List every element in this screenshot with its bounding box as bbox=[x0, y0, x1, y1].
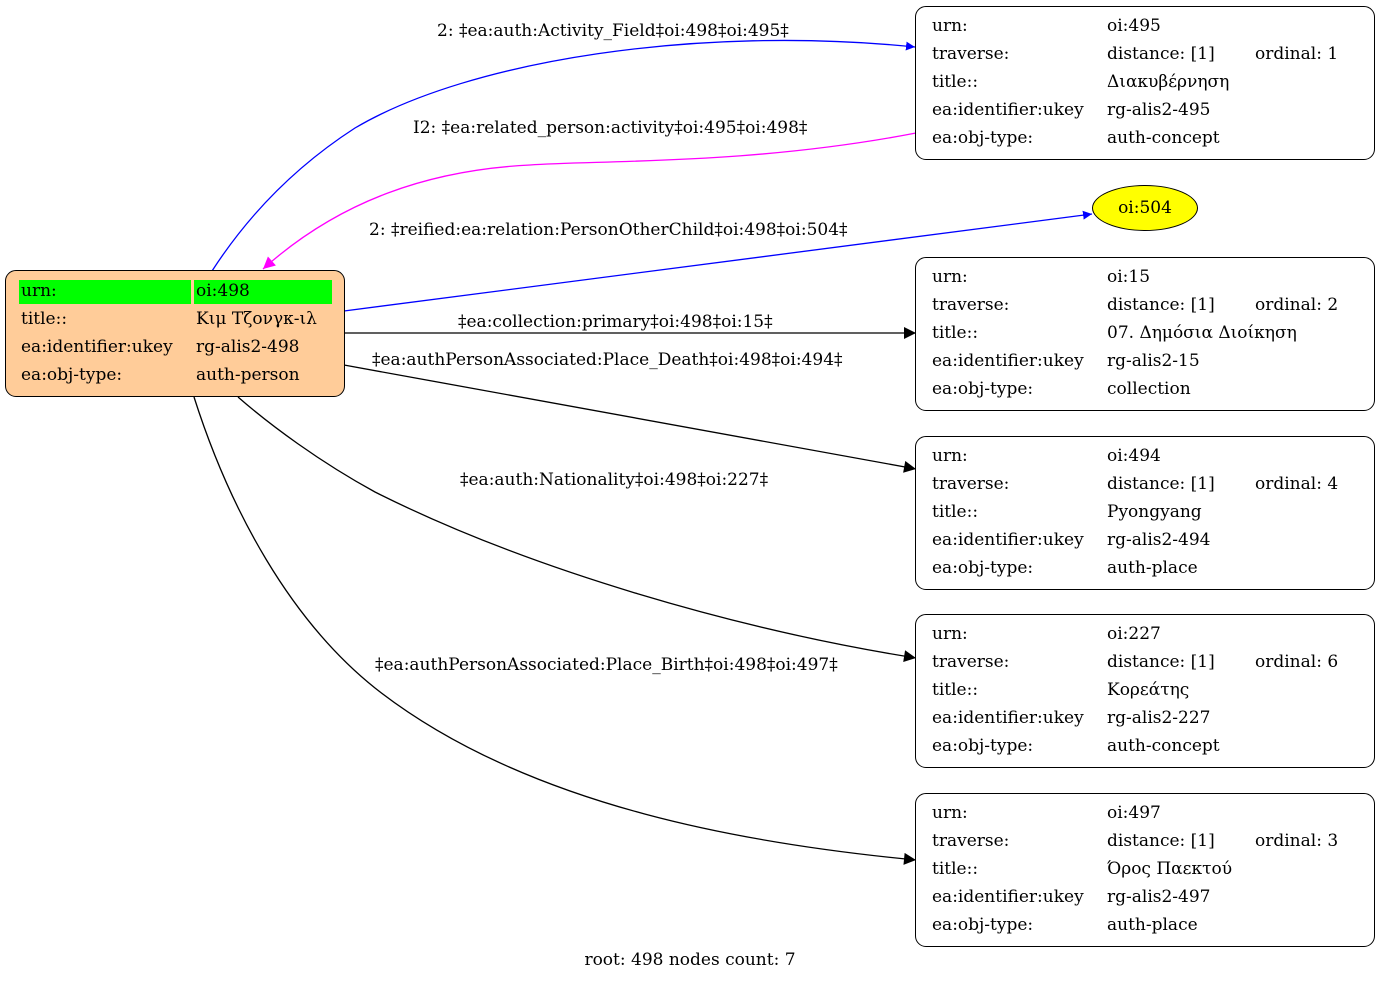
ordinal-value: ordinal: 3 bbox=[1255, 831, 1339, 851]
urn-value: oi:494 bbox=[1107, 446, 1161, 466]
objtype-key: ea:obj-type: bbox=[932, 558, 1034, 578]
root-urn-key: urn: bbox=[21, 281, 57, 301]
node-oi-494[interactable]: urn: oi:494 traverse: distance: [1] ordi… bbox=[915, 436, 1375, 590]
distance-value: distance: [1] bbox=[1107, 295, 1215, 315]
urn-key: urn: bbox=[932, 267, 968, 287]
urn-value: oi:497 bbox=[1107, 803, 1161, 823]
edge-label-person-other-child: 2: ‡reified:ea:relation:PersonOtherChild… bbox=[369, 220, 848, 240]
urn-key: urn: bbox=[932, 446, 968, 466]
node-oi-504[interactable]: oi:504 bbox=[1092, 185, 1198, 231]
node-oi-497[interactable]: urn: oi:497 traverse: distance: [1] ordi… bbox=[915, 793, 1375, 947]
objtype-key: ea:obj-type: bbox=[932, 736, 1034, 756]
objtype-value: collection bbox=[1107, 379, 1191, 399]
distance-value: distance: [1] bbox=[1107, 652, 1215, 672]
distance-value: distance: [1] bbox=[1107, 474, 1215, 494]
graph-footer: root: 498 nodes count: 7 bbox=[584, 950, 796, 970]
objtype-key: ea:obj-type: bbox=[932, 915, 1034, 935]
ukey-key: ea:identifier:ukey bbox=[932, 530, 1084, 550]
root-urn-value: oi:498 bbox=[196, 281, 250, 301]
urn-value: oi:495 bbox=[1107, 16, 1161, 36]
root-ukey-value: rg-alis2-498 bbox=[196, 337, 300, 357]
title-value: Διακυβέρνηση bbox=[1107, 72, 1230, 92]
root-node[interactable]: urn: oi:498 title:: Κιμ Τζονγκ-ιλ ea:ide… bbox=[5, 270, 345, 397]
edge-label-place-birth: ‡ea:authPersonAssociated:Place_Birth‡oi:… bbox=[375, 655, 838, 675]
title-key: title:: bbox=[932, 502, 979, 522]
traverse-key: traverse: bbox=[932, 652, 1010, 672]
urn-key: urn: bbox=[932, 803, 968, 823]
ukey-value: rg-alis2-15 bbox=[1107, 351, 1200, 371]
ukey-key: ea:identifier:ukey bbox=[932, 708, 1084, 728]
node-oi-227[interactable]: urn: oi:227 traverse: distance: [1] ordi… bbox=[915, 614, 1375, 768]
ukey-value: rg-alis2-495 bbox=[1107, 100, 1211, 120]
edge-label-nationality: ‡ea:auth:Nationality‡oi:498‡oi:227‡ bbox=[460, 470, 769, 490]
title-value: 07. Δημόσια Διοίκηση bbox=[1107, 323, 1297, 343]
objtype-key: ea:obj-type: bbox=[932, 379, 1034, 399]
ukey-key: ea:identifier:ukey bbox=[932, 100, 1084, 120]
urn-key: urn: bbox=[932, 624, 968, 644]
root-ukey-key: ea:identifier:ukey bbox=[21, 337, 173, 357]
title-value: Όρος Παεκτού bbox=[1107, 859, 1233, 879]
ukey-key: ea:identifier:ukey bbox=[932, 887, 1084, 907]
edge-person-other-child bbox=[343, 210, 1093, 312]
edge-label-collection-primary: ‡ea:collection:primary‡oi:498‡oi:15‡ bbox=[458, 312, 773, 332]
edge-related-person bbox=[262, 132, 917, 270]
root-objtype-key: ea:obj-type: bbox=[21, 365, 123, 385]
ordinal-value: ordinal: 1 bbox=[1255, 44, 1339, 64]
root-title-value: Κιμ Τζονγκ-ιλ bbox=[196, 309, 317, 329]
edge-label-activity-field: 2: ‡ea:auth:Activity_Field‡oi:498‡oi:495… bbox=[437, 21, 789, 41]
edge-place-death bbox=[343, 364, 917, 473]
root-title-key: title:: bbox=[21, 309, 68, 329]
ukey-value: rg-alis2-494 bbox=[1107, 530, 1211, 550]
edge-label-place-death: ‡ea:authPersonAssociated:Place_Death‡oi:… bbox=[372, 350, 843, 370]
title-key: title:: bbox=[932, 72, 979, 92]
ordinal-value: ordinal: 6 bbox=[1255, 652, 1339, 672]
traverse-key: traverse: bbox=[932, 295, 1010, 315]
urn-value: oi:227 bbox=[1107, 624, 1161, 644]
edge-place-birth bbox=[193, 396, 917, 865]
distance-value: distance: [1] bbox=[1107, 44, 1215, 64]
edge-nationality bbox=[237, 396, 917, 663]
ukey-key: ea:identifier:ukey bbox=[932, 351, 1084, 371]
title-key: title:: bbox=[932, 859, 979, 879]
title-value: Pyongyang bbox=[1107, 502, 1202, 522]
edge-activity-field bbox=[211, 39, 916, 272]
urn-key: urn: bbox=[932, 16, 968, 36]
urn-value-highlight bbox=[194, 280, 332, 304]
traverse-key: traverse: bbox=[932, 44, 1010, 64]
objtype-value: auth-concept bbox=[1107, 128, 1220, 148]
ukey-value: rg-alis2-227 bbox=[1107, 708, 1211, 728]
node-oi-495[interactable]: urn: oi:495 traverse: distance: [1] ordi… bbox=[915, 6, 1375, 160]
objtype-key: ea:obj-type: bbox=[932, 128, 1034, 148]
objtype-value: auth-place bbox=[1107, 915, 1198, 935]
ordinal-value: ordinal: 4 bbox=[1255, 474, 1339, 494]
title-key: title:: bbox=[932, 323, 979, 343]
urn-key-highlight bbox=[19, 280, 191, 304]
traverse-key: traverse: bbox=[932, 474, 1010, 494]
objtype-value: auth-place bbox=[1107, 558, 1198, 578]
traverse-key: traverse: bbox=[932, 831, 1010, 851]
title-key: title:: bbox=[932, 680, 979, 700]
objtype-value: auth-concept bbox=[1107, 736, 1220, 756]
ordinal-value: ordinal: 2 bbox=[1255, 295, 1339, 315]
root-objtype-value: auth-person bbox=[196, 365, 300, 385]
distance-value: distance: [1] bbox=[1107, 831, 1215, 851]
urn-value: oi:15 bbox=[1107, 267, 1151, 287]
ukey-value: rg-alis2-497 bbox=[1107, 887, 1211, 907]
node-oi-15[interactable]: urn: oi:15 traverse: distance: [1] ordin… bbox=[915, 257, 1375, 411]
title-value: Κορεάτης bbox=[1107, 680, 1190, 700]
edge-label-related-person: I2: ‡ea:related_person:activity‡oi:495‡o… bbox=[413, 118, 808, 138]
